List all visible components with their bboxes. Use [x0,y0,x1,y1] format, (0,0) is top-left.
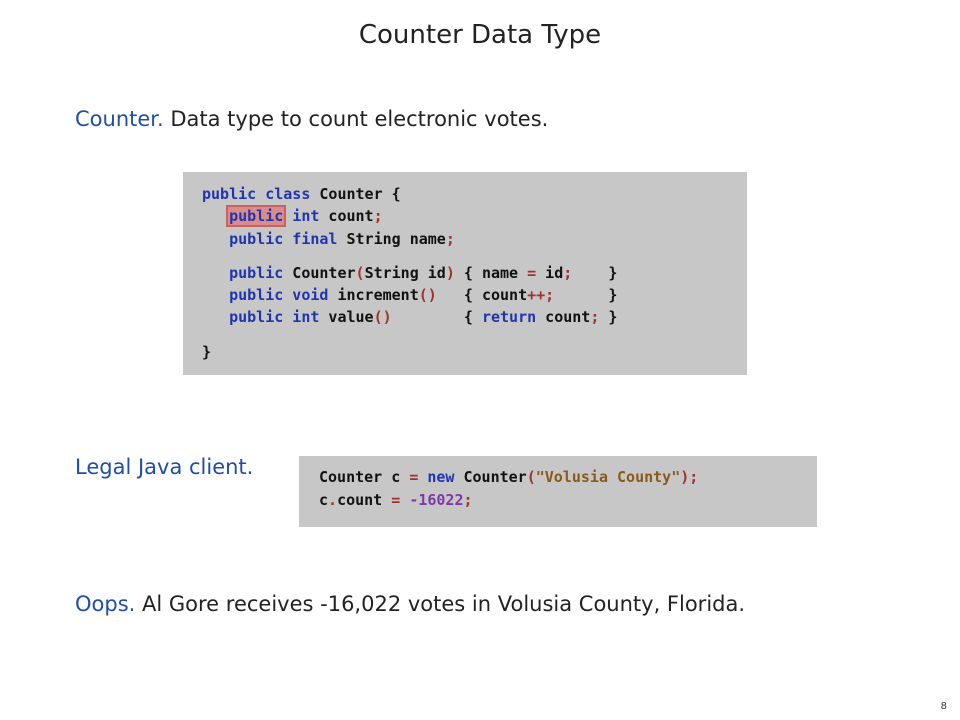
bullet-lead: Legal Java client. [75,455,254,479]
code-line: } [202,343,212,361]
bullet-counter: Counter. Data type to count electronic v… [75,107,548,131]
code-line: public class Counter { [202,185,401,203]
code-line: public void increment() { count++; } [229,286,618,304]
bullet-text: Al Gore receives -16,022 votes in Volusi… [142,592,746,616]
code-line: c.count = -16022; [319,491,473,509]
code-line: Counter c = new Counter("Volusia County"… [319,468,699,486]
code-line: public final String name; [229,230,455,248]
bullet-text: Data type to count electronic votes. [170,107,549,131]
code-line: public int value() { return count; } [229,308,618,326]
code-line: public int count; [226,205,383,227]
bullet-legal-client: Legal Java client. [75,455,253,479]
counter-class-code-block: public class Counter { public int count;… [183,172,747,375]
highlighted-public-keyword: public [226,205,287,227]
bullet-lead: Oops. [75,592,136,616]
client-code-block: Counter c = new Counter("Volusia County"… [299,456,817,527]
code-line: public Counter(String id) { name = id; } [229,264,618,282]
bullet-lead: Counter. [75,107,164,131]
slide-title: Counter Data Type [358,20,602,50]
page-number: 8 [940,701,947,712]
bullet-oops: Oops. Al Gore receives -16,022 votes in … [75,592,745,616]
